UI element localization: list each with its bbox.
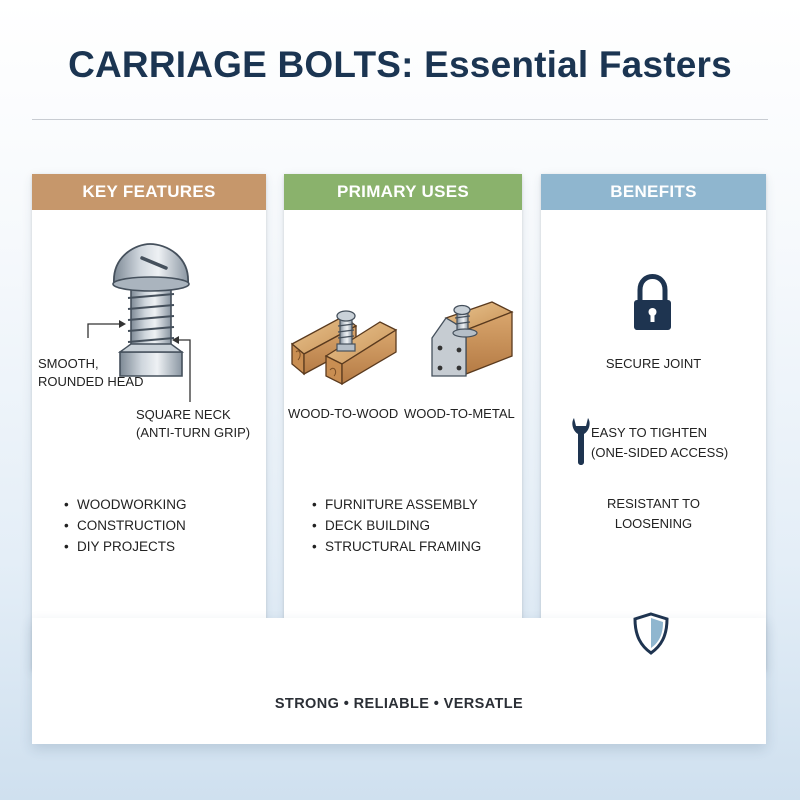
- easy-tighten-label: EASY TO TIGHTEN (ONE-SIDED ACCESS): [591, 423, 728, 462]
- uses-list: FURNITURE ASSEMBLY DECK BUILDING STRUCTU…: [312, 494, 481, 557]
- resist-line1: RESISTANT TO: [607, 496, 700, 511]
- head-callout-line2: ROUNDED HEAD: [38, 373, 144, 389]
- title-divider: [32, 119, 768, 120]
- neck-callout-line1: SQUARE NECK: [136, 407, 231, 422]
- resist-loosening-label: RESISTANT TO LOOSENING: [541, 494, 766, 533]
- benefits-header: BENEFITS: [541, 174, 766, 210]
- neck-callout-label: SQUARE NECK (ANTI-TURN GRIP): [136, 406, 250, 441]
- wood-to-wood-caption: WOOD-TO-WOOD: [288, 406, 399, 421]
- tagline: STRONG • RELIABLE • VERSATLE: [274, 696, 524, 712]
- easy-tighten-line1: EASY TO TIGHTEN: [591, 425, 708, 440]
- list-item: FURNITURE ASSEMBLY: [312, 494, 481, 515]
- bottom-panel: STRONG • RELIABLE • VERSATLE: [32, 618, 766, 744]
- page-title: CARRIAGE BOLTS: Essential Fasters: [68, 44, 732, 85]
- head-callout-label: SMOOTH, ROUNDED HEAD: [38, 355, 143, 390]
- list-item: DECK BUILDING: [312, 515, 481, 536]
- resist-line2: LOOSENING: [614, 515, 693, 531]
- easy-tighten-line2: (ONE-SIDED ACCESS): [591, 444, 729, 460]
- neck-callout-line2: (ANTI-TURN GRIP): [136, 424, 251, 440]
- wood-to-metal-caption: WOOD-TO-METAL: [404, 406, 515, 421]
- list-item: CONSTRUCTION: [64, 515, 187, 536]
- list-item: DIY PROJECTS: [64, 536, 187, 557]
- list-item: WOODWORKING: [64, 494, 187, 515]
- features-list: WOODWORKING CONSTRUCTION DIY PROJECTS: [64, 494, 187, 557]
- secure-joint-label: SECURE JOINT: [605, 356, 702, 371]
- key-features-header: KEY FEATURES: [32, 174, 266, 210]
- benefits-card: BENEFITS: [541, 174, 766, 670]
- primary-uses-card: PRIMARY USES: [284, 174, 522, 670]
- head-callout-line1: SMOOTH,: [38, 356, 99, 371]
- list-item: STRUCTURAL FRAMING: [312, 536, 481, 557]
- primary-uses-header: PRIMARY USES: [284, 174, 522, 210]
